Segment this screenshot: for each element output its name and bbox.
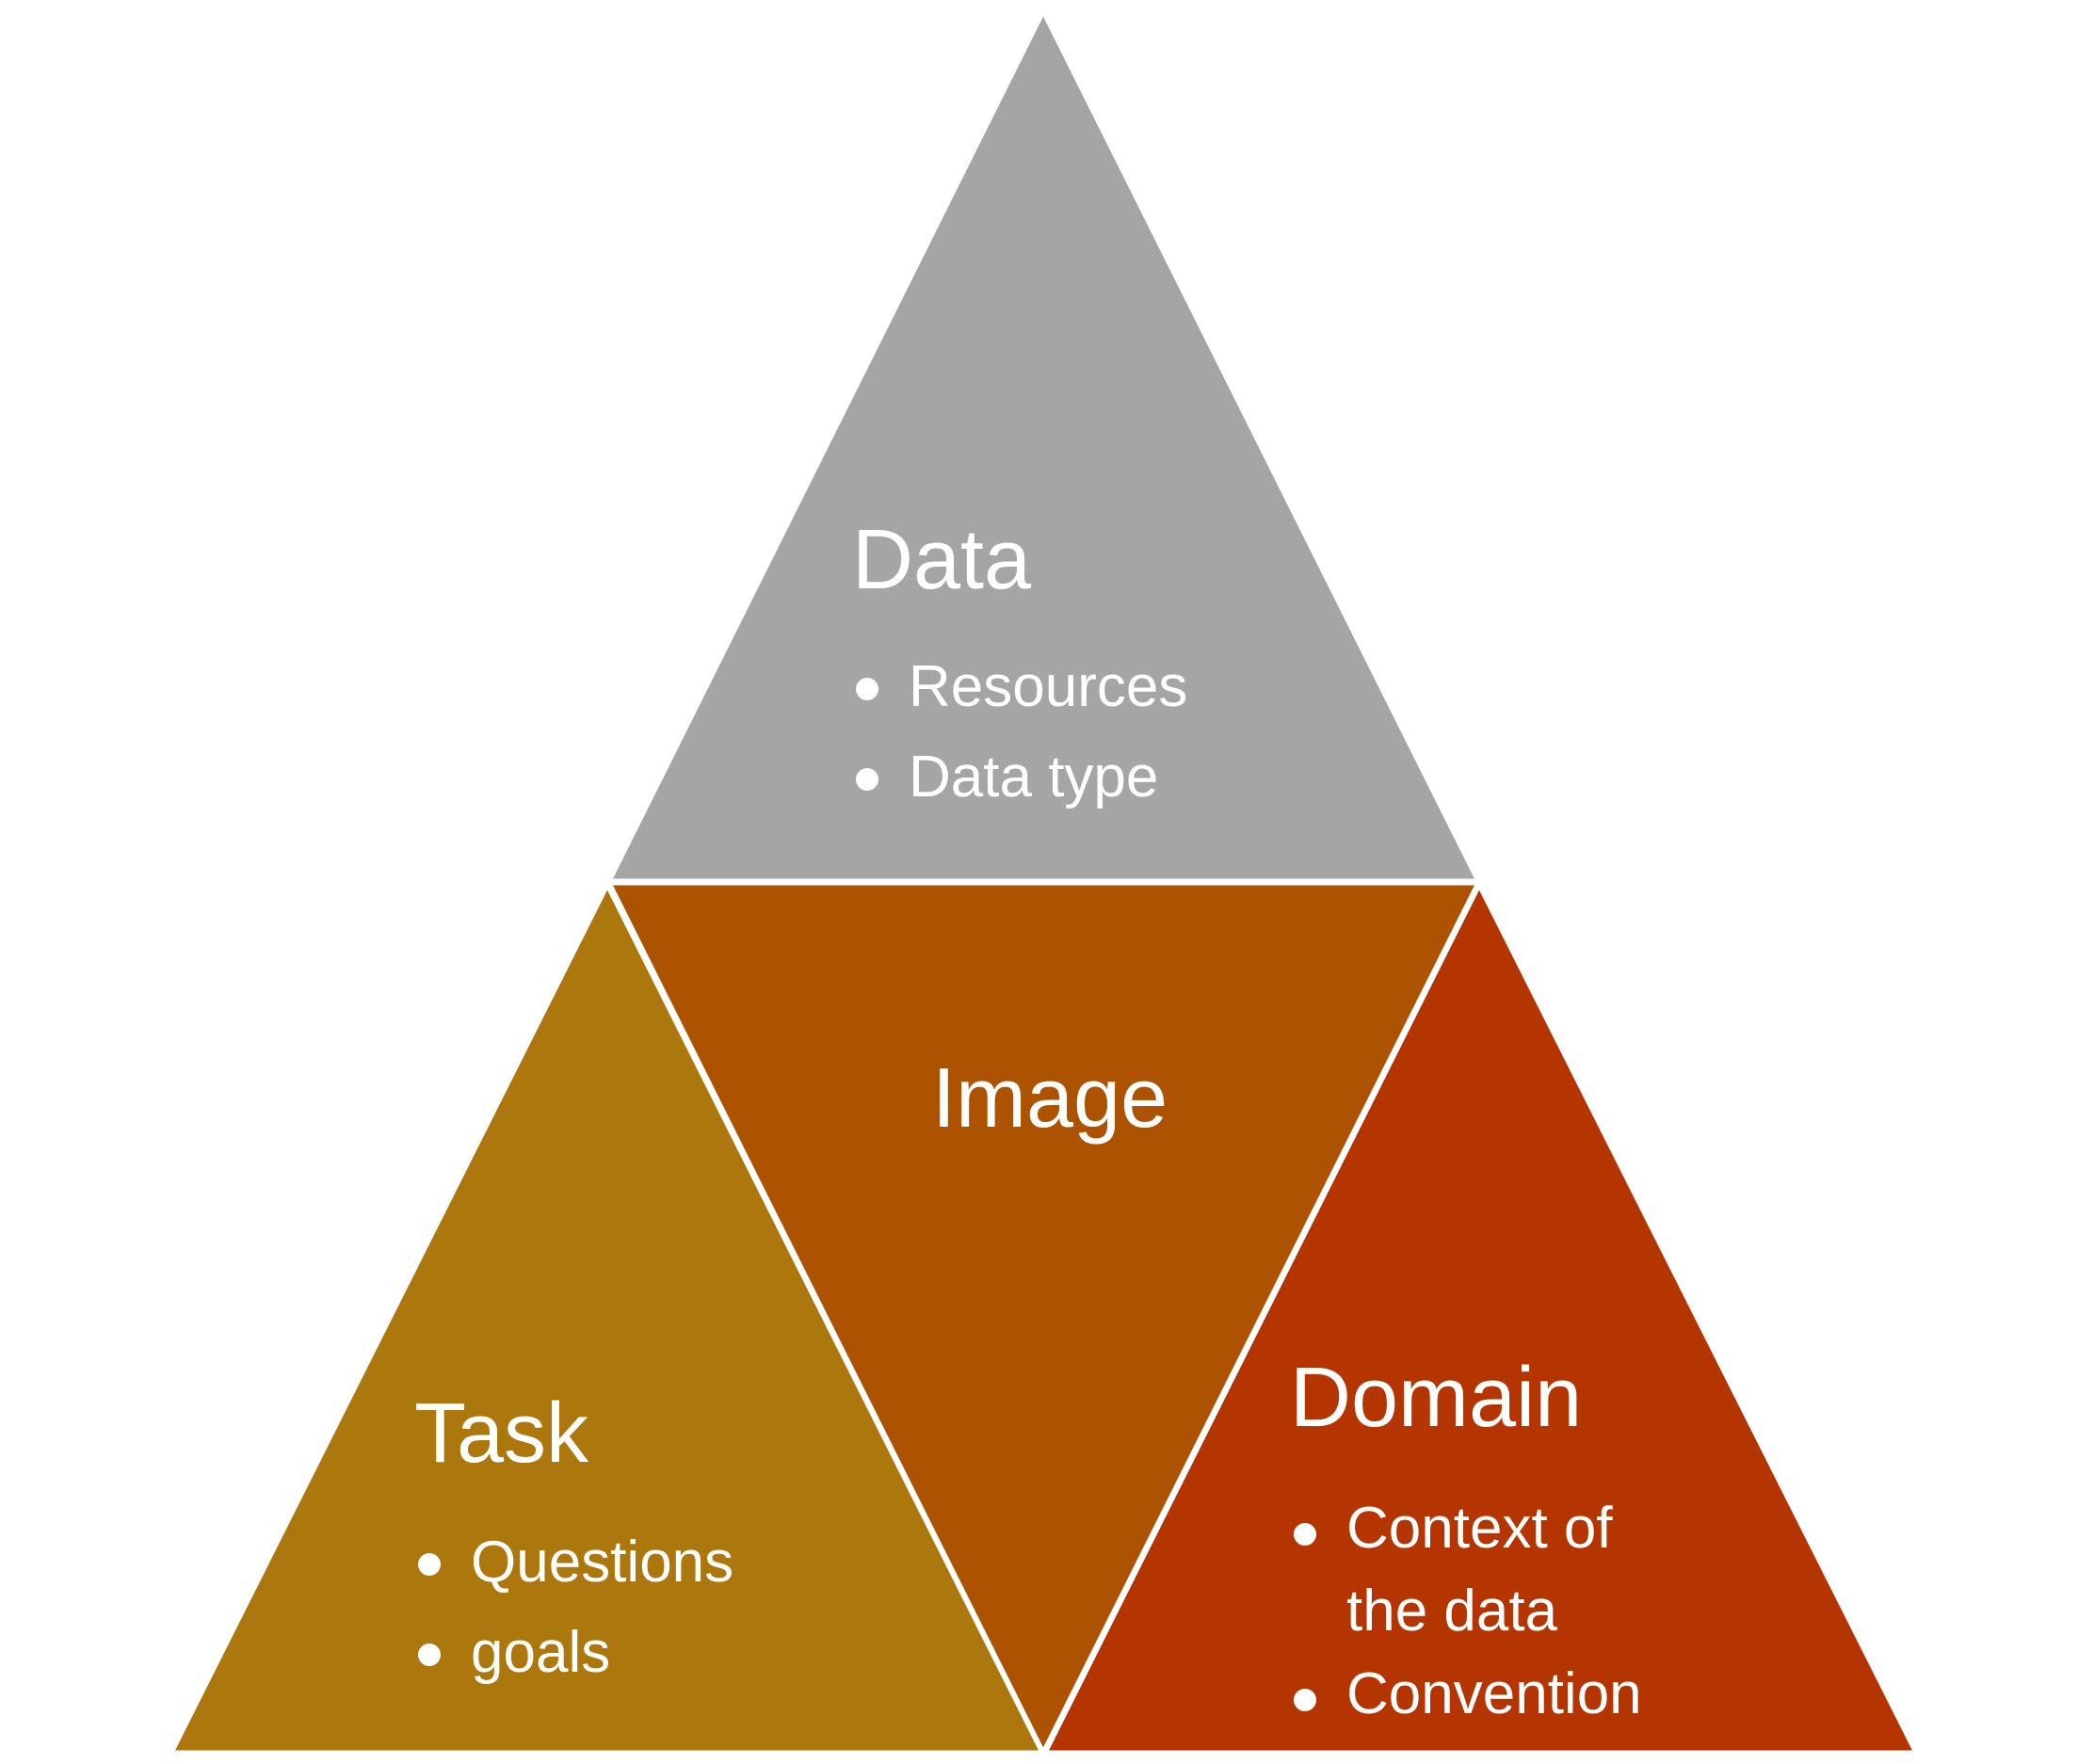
image-title: Image	[932, 1051, 1168, 1146]
data-bullet-data-type: Data type	[852, 732, 1187, 823]
domain-triangle	[1040, 879, 1921, 1756]
data-title: Data	[852, 513, 1032, 607]
domain-title: Domain	[1290, 1351, 1583, 1445]
domain-bullet-convention: Convention	[1290, 1653, 1685, 1736]
task-bullet-goals: goals	[414, 1608, 733, 1698]
domain-bullet-list: Context of the data Convention	[1290, 1487, 1685, 1736]
task-bullet-list: Questions goals	[414, 1517, 733, 1698]
data-bullet-list: Resources Data type	[852, 642, 1187, 823]
task-triangle	[167, 879, 1047, 1756]
data-bullet-resources: Resources	[852, 642, 1187, 732]
task-title: Task	[414, 1387, 589, 1481]
domain-bullet-context: Context of the data	[1290, 1487, 1685, 1653]
task-bullet-questions: Questions	[414, 1517, 733, 1608]
